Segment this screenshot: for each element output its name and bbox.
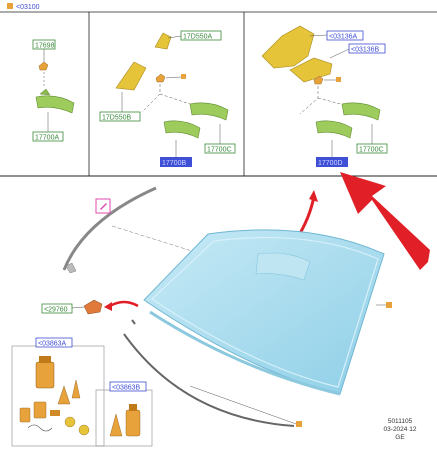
part-label-17d550a[interactable]: 17D550A (183, 34, 213, 41)
bracket-part-orange (83, 299, 103, 315)
red-curved-arrow-left (109, 300, 139, 308)
cartridge-cap (39, 356, 51, 363)
bottle-cap (129, 404, 137, 411)
header-ref[interactable]: <03100 (16, 4, 40, 11)
label-box-29760 (41, 303, 73, 314)
mirror-pad-part (155, 73, 166, 83)
windshield-border (151, 236, 379, 388)
panel-right: <03136A <03136B 17700D 17700C (261, 25, 388, 167)
footer-block: 5011105 03-2024 12 GE (376, 418, 424, 442)
seal-end (131, 319, 136, 325)
leader-line (329, 48, 350, 59)
applicator-pad (78, 424, 90, 436)
part-label-17d550b[interactable]: 17D550B (102, 115, 132, 122)
leader-line (165, 76, 182, 79)
label-box-03136a (326, 30, 364, 41)
lower-seal-strip (123, 333, 295, 427)
kit-label-03863a[interactable]: <03863A (38, 341, 67, 348)
part-label-17700d[interactable]: 17700D (318, 160, 343, 167)
part-label-03136b[interactable]: <03136B (351, 47, 380, 54)
ref-marker (181, 74, 186, 79)
ref-marker (336, 77, 341, 82)
kit-label-03863b[interactable]: <03863B (112, 385, 141, 392)
part-label-17700a[interactable]: 17700A (35, 135, 59, 142)
mirror-pad-part (38, 61, 49, 71)
nozzle (57, 385, 71, 405)
mirror-pad-part (313, 75, 324, 85)
label-box-17700b (160, 157, 192, 167)
wire-strip (27, 424, 53, 432)
header-marker (7, 3, 13, 9)
red-arrow-head (309, 190, 318, 202)
label-box-03136b (348, 43, 386, 54)
mirror-part (163, 120, 201, 139)
kit-a-frame (11, 345, 105, 447)
part-label-03136a[interactable]: <03136A (329, 34, 358, 41)
nozzle (109, 413, 123, 437)
part-label-17700c-right[interactable]: 17700C (359, 147, 384, 154)
label-box-17700a (32, 131, 64, 142)
applicator-pad (64, 416, 76, 428)
label-box-17d550b (99, 111, 141, 122)
mirror-part (35, 95, 75, 114)
sensor-cover-part-b (289, 57, 333, 83)
red-arrow-shape (340, 172, 430, 270)
windshield-ref-marker (386, 302, 392, 308)
footer-line-1: 5011105 (387, 418, 413, 425)
leader-line (309, 34, 328, 37)
a-pillar-line (62, 186, 157, 271)
ref-label-29760[interactable]: <29760 (44, 307, 68, 314)
sensor-cover-part (261, 25, 315, 69)
bracket-part-large (115, 61, 147, 91)
nozzle (71, 379, 81, 399)
adhesive-cartridge (35, 361, 55, 389)
label-box-03863b (109, 381, 147, 392)
seal-ref-marker (296, 421, 302, 427)
mirror-mount (39, 88, 51, 96)
leader-line (189, 385, 297, 425)
part-label-17698[interactable]: 17698 (35, 43, 55, 50)
mirror-part (189, 102, 229, 121)
leader-line (71, 306, 85, 309)
part-label-17700b[interactable]: 17700B (162, 160, 186, 167)
dashed-leader (141, 84, 191, 113)
primer-bottle (125, 409, 141, 437)
leader-line (167, 35, 182, 39)
dashed-leader (299, 86, 349, 115)
pen-glyph (100, 203, 107, 210)
panel-left: 17698 17700A (32, 39, 75, 142)
kit-a: <03863A (11, 337, 105, 447)
windshield-lower-edge (149, 310, 341, 396)
pillar-end (65, 262, 77, 274)
label-box-17d550a (180, 30, 222, 41)
footer-line-2: 03-2024 12 (383, 426, 417, 433)
windshield (143, 229, 385, 396)
mirror-part (315, 120, 353, 139)
footer-line-3: GE (395, 434, 405, 441)
label-box-03863a (35, 337, 73, 348)
panel-middle: 17D550A 17D550B 17700B 17700C (99, 30, 236, 167)
kit-b: <03863B (95, 381, 153, 447)
primer-bottle (19, 407, 31, 423)
kit-b-frame (95, 389, 153, 447)
label-box-17700d (316, 157, 348, 167)
red-arrow-head (104, 302, 112, 311)
bracket-part-small (154, 32, 172, 50)
red-arrow-large (340, 172, 430, 270)
mirror-part (341, 102, 381, 121)
primer-bottle (33, 401, 47, 419)
applicator (50, 410, 60, 416)
part-label-17700c[interactable]: 17700C (207, 147, 232, 154)
sensor-area (255, 252, 311, 281)
